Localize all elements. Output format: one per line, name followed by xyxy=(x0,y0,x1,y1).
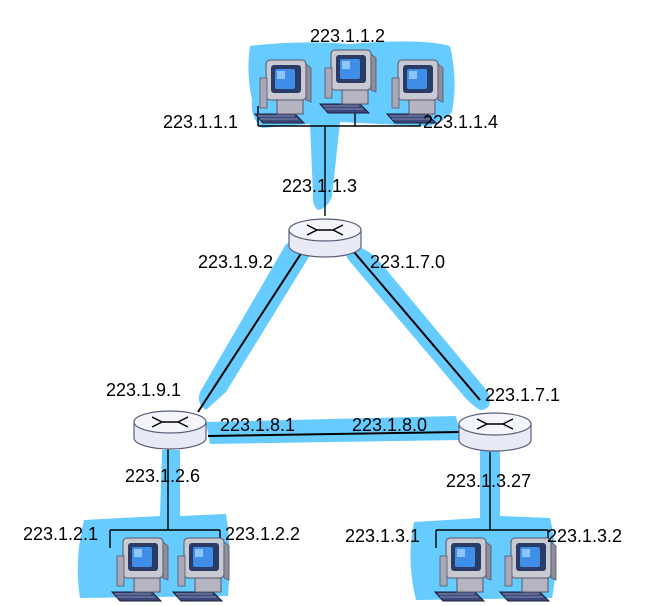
link-left-router-to-right-router xyxy=(207,431,461,437)
router-icon xyxy=(458,412,532,452)
label-223-1-1-4: 223.1.1.4 xyxy=(423,112,498,132)
label-223-1-3-27: 223.1.3.27 xyxy=(446,471,531,491)
bus-223-1-3 xyxy=(435,452,549,548)
label-223-1-1-1: 223.1.1.1 xyxy=(163,112,238,132)
label-223-1-3-2: 223.1.3.2 xyxy=(547,526,622,546)
label-223-1-1-2: 223.1.1.2 xyxy=(310,26,385,46)
bus-223-1-2 xyxy=(109,448,221,548)
router-icon xyxy=(288,218,362,258)
link-top-router-to-left-router xyxy=(197,251,303,413)
label-223-1-2-2: 223.1.2.2 xyxy=(225,524,300,544)
address-labels: 223.1.1.2 223.1.1.1 223.1.1.4 223.1.1.3 … xyxy=(23,26,622,546)
label-223-1-2-1: 223.1.2.1 xyxy=(23,524,98,544)
label-223-1-8-1: 223.1.8.1 xyxy=(220,415,295,435)
label-223-1-1-3: 223.1.1.3 xyxy=(282,176,357,196)
label-223-1-2-6: 223.1.2.6 xyxy=(125,466,200,486)
label-223-1-3-1: 223.1.3.1 xyxy=(345,526,420,546)
label-223-1-9-2: 223.1.9.2 xyxy=(198,252,273,272)
router-icon xyxy=(133,410,207,450)
subnet-223-1-8 xyxy=(206,416,462,444)
label-223-1-7-0: 223.1.7.0 xyxy=(370,252,445,272)
link-top-router-to-right-router xyxy=(353,251,481,401)
label-223-1-8-0: 223.1.8.0 xyxy=(352,415,427,435)
label-223-1-9-1: 223.1.9.1 xyxy=(106,380,181,400)
label-223-1-7-1: 223.1.7.1 xyxy=(485,385,560,405)
routers xyxy=(133,218,532,452)
